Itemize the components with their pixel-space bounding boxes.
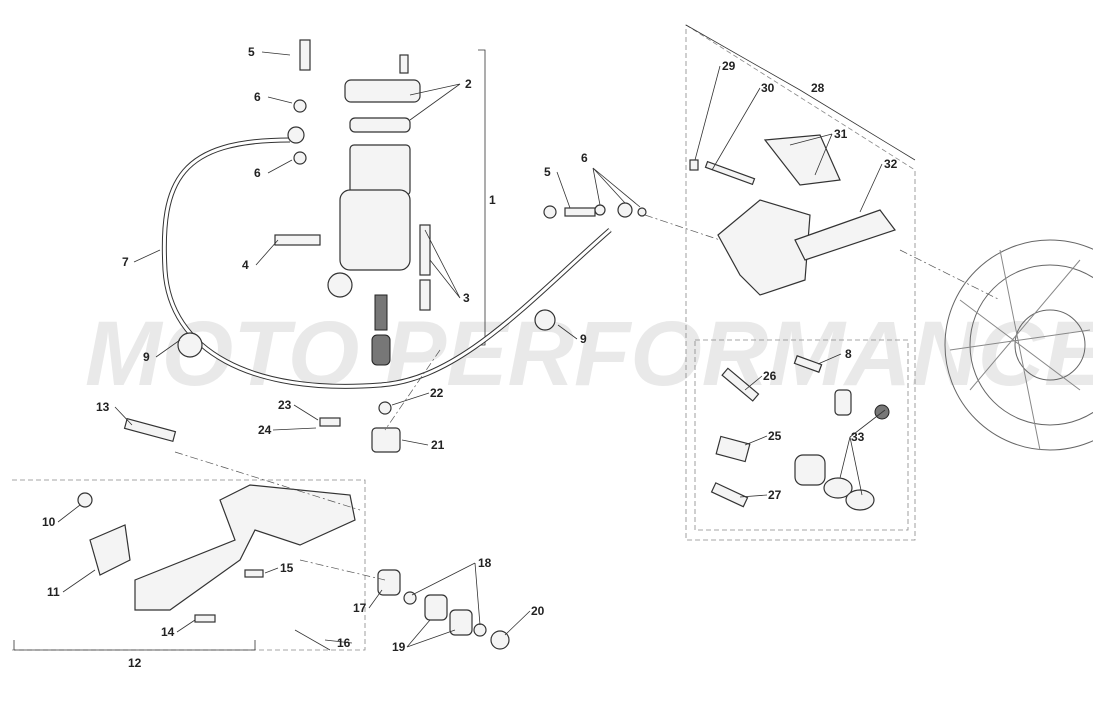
callout-10: 10 (42, 515, 56, 529)
caliper-group-box (685, 24, 916, 541)
callout-14: 14 (161, 625, 175, 639)
callout-27: 27 (768, 488, 782, 502)
callout-20: 20 (531, 604, 545, 618)
callout-13: 13 (96, 400, 110, 414)
callout-30: 30 (761, 81, 775, 95)
callout-31: 31 (834, 127, 848, 141)
callouts: 5 6 6 7 4 9 2 1 3 22 23 24 21 13 10 11 1… (42, 45, 898, 670)
callout-33: 33 (851, 430, 865, 444)
caliper (543, 134, 896, 296)
callout-12: 12 (128, 656, 142, 670)
clip-9-right (534, 309, 556, 331)
callout-15: 15 (280, 561, 294, 575)
clevis-21 (371, 427, 401, 453)
callout-9: 9 (143, 350, 150, 364)
brake-pedal (77, 417, 356, 651)
callout-6: 6 (581, 151, 588, 165)
callout-6: 6 (254, 166, 261, 180)
clip-9-left (177, 332, 203, 358)
callout-1: 1 (489, 193, 496, 207)
callout-8: 8 (845, 347, 852, 361)
caliper-kit-box (694, 339, 909, 531)
bracket-12 (13, 640, 256, 651)
master-cylinder (274, 39, 431, 366)
pin-23 (319, 417, 341, 427)
callout-3: 3 (463, 291, 470, 305)
callout-18: 18 (478, 556, 492, 570)
pedal-bushings (377, 569, 510, 650)
watermark: MOTO PERFORMANCE (85, 303, 1093, 405)
caliper-kit (710, 355, 890, 511)
callout-9: 9 (580, 332, 587, 346)
callout-4: 4 (242, 258, 249, 272)
callout-28: 28 (811, 81, 825, 95)
callout-11: 11 (47, 585, 60, 599)
callout-25: 25 (768, 429, 782, 443)
callout-2: 2 (465, 77, 472, 91)
callout-5: 5 (544, 165, 551, 179)
nut-22 (378, 401, 392, 415)
callout-19: 19 (392, 640, 406, 654)
leader-lines (57, 51, 886, 648)
callout-17: 17 (353, 601, 367, 615)
callout-29: 29 (722, 59, 736, 73)
callout-23: 23 (278, 398, 292, 412)
callout-24: 24 (258, 423, 272, 437)
callout-26: 26 (763, 369, 777, 383)
assembly-lines (174, 214, 1001, 581)
bracket-28 (685, 24, 916, 161)
brake-disc (944, 239, 1093, 451)
callout-21: 21 (431, 438, 445, 452)
callout-7: 7 (122, 255, 129, 269)
callout-16: 16 (337, 636, 351, 650)
callout-5: 5 (248, 45, 255, 59)
callout-6: 6 (254, 90, 261, 104)
brake-hose (161, 137, 612, 389)
callout-32: 32 (884, 157, 898, 171)
bracket-1 (478, 49, 486, 346)
callout-22: 22 (430, 386, 444, 400)
